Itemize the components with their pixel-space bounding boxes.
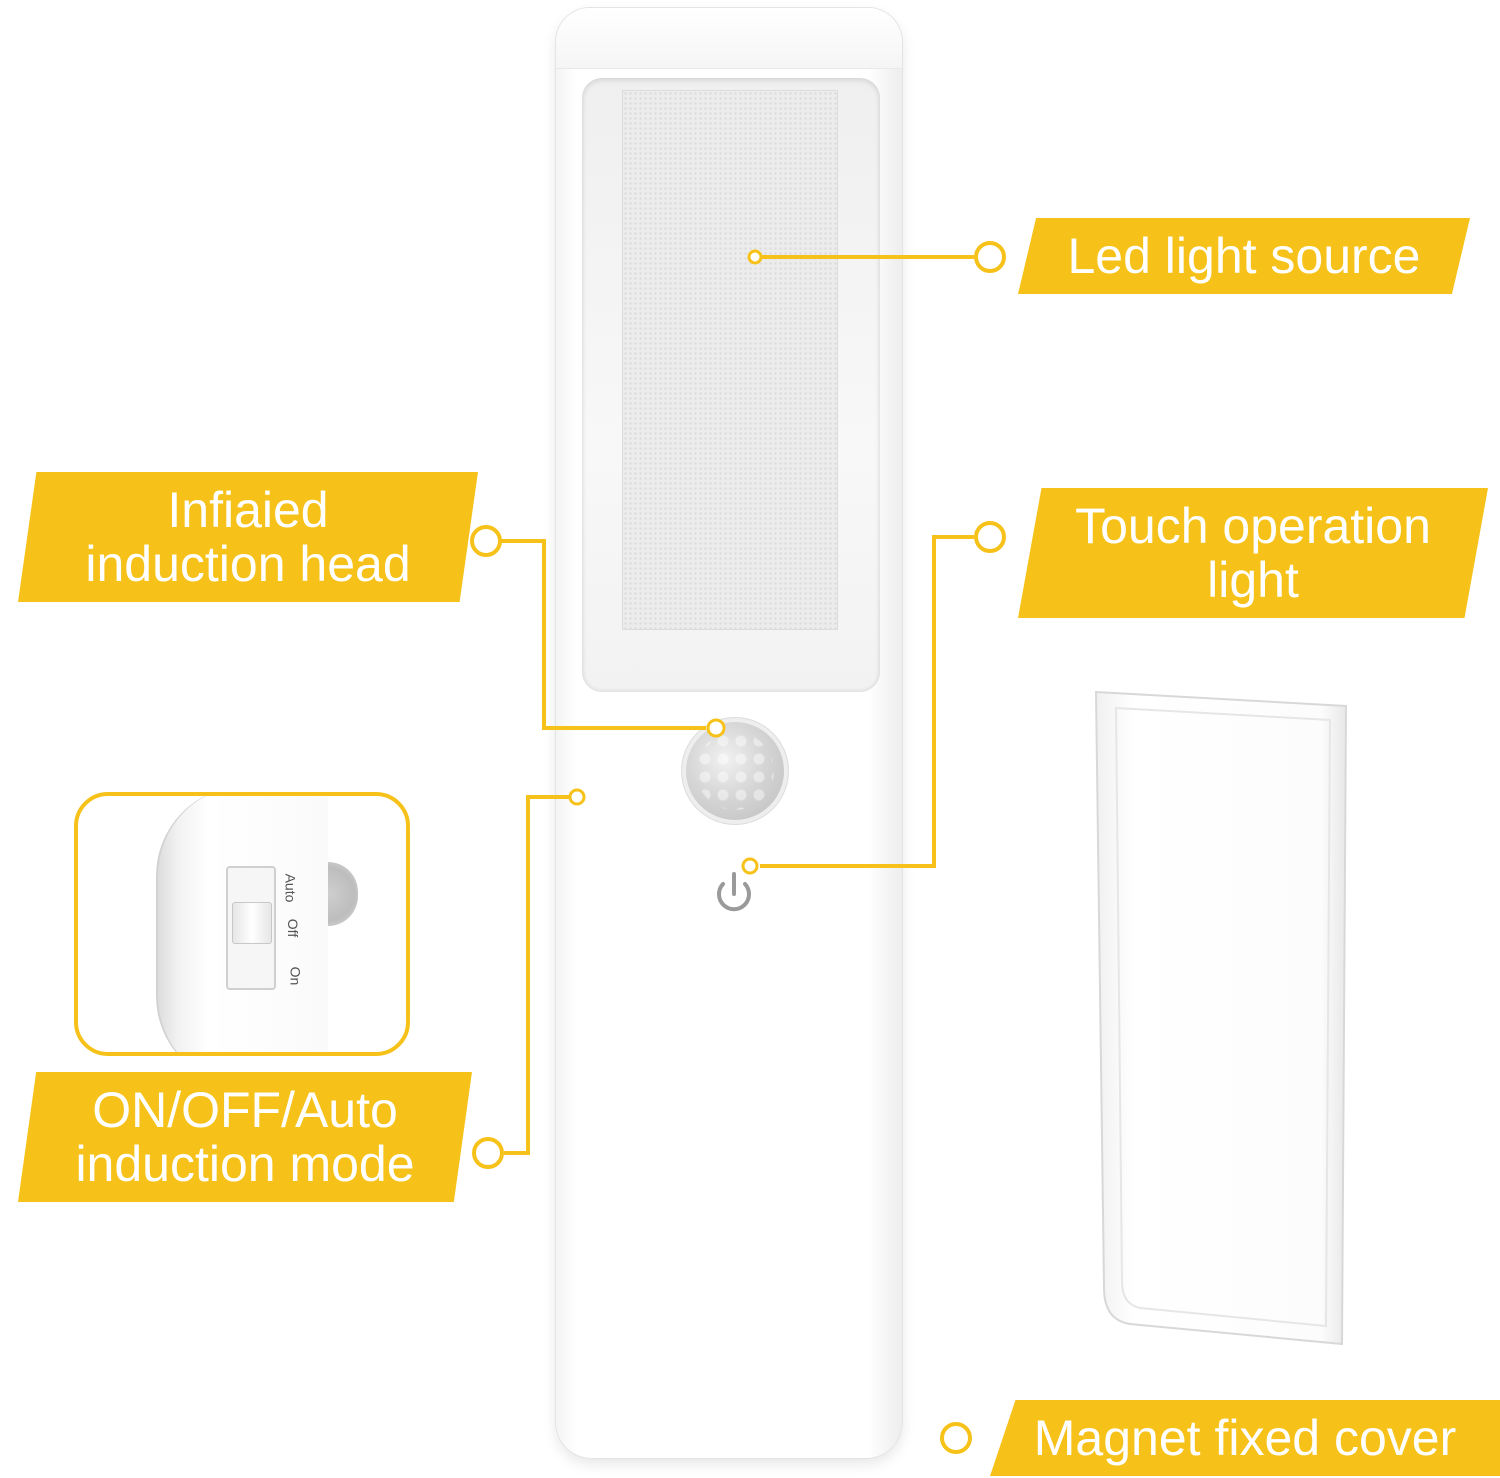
callout-mode-line2: induction mode	[75, 1136, 415, 1192]
switch-closeup-inset: Auto Off On	[74, 792, 410, 1056]
led-light-panel	[622, 90, 838, 630]
callout-mode-switch: ON/OFF/Auto induction mode	[18, 1072, 472, 1202]
power-icon[interactable]	[704, 864, 764, 924]
callout-infrared-head: Infiaied induction head	[18, 472, 478, 602]
callout-touch-line1: Touch operation	[1075, 498, 1431, 554]
callout-mode-line1: ON/OFF/Auto	[92, 1082, 398, 1138]
callout-dot-icon	[470, 525, 502, 557]
callout-cover-text: Magnet fixed cover	[1033, 1410, 1457, 1466]
callout-dot-icon	[741, 857, 759, 875]
callout-magnet-cover: Magnet fixed cover	[990, 1400, 1500, 1476]
callout-dot-icon	[747, 249, 763, 265]
sensor-lens-facets	[696, 732, 774, 810]
callout-touch-line2: light	[1207, 552, 1299, 608]
callout-dot-icon	[974, 521, 1006, 553]
callout-dot-icon	[706, 718, 726, 738]
callout-dot-icon	[974, 241, 1006, 273]
callout-dot-icon	[940, 1422, 972, 1454]
device-top-rim	[556, 8, 902, 69]
light-device-body	[556, 8, 902, 1458]
callout-dot-icon	[568, 788, 586, 806]
callout-pir-line1: Infiaied	[167, 482, 329, 538]
callout-dot-icon	[472, 1137, 504, 1169]
motion-sensor-icon	[686, 722, 784, 820]
callout-pir-line2: induction head	[85, 536, 411, 592]
magnet-cover	[1094, 690, 1348, 1346]
mode-slide-switch[interactable]	[226, 866, 276, 990]
switch-knob[interactable]	[232, 902, 272, 944]
callout-led-text: Led light source	[1067, 228, 1421, 284]
callout-touch-light: Touch operation light	[1018, 488, 1488, 618]
callout-led-light-source: Led light source	[1018, 218, 1470, 294]
